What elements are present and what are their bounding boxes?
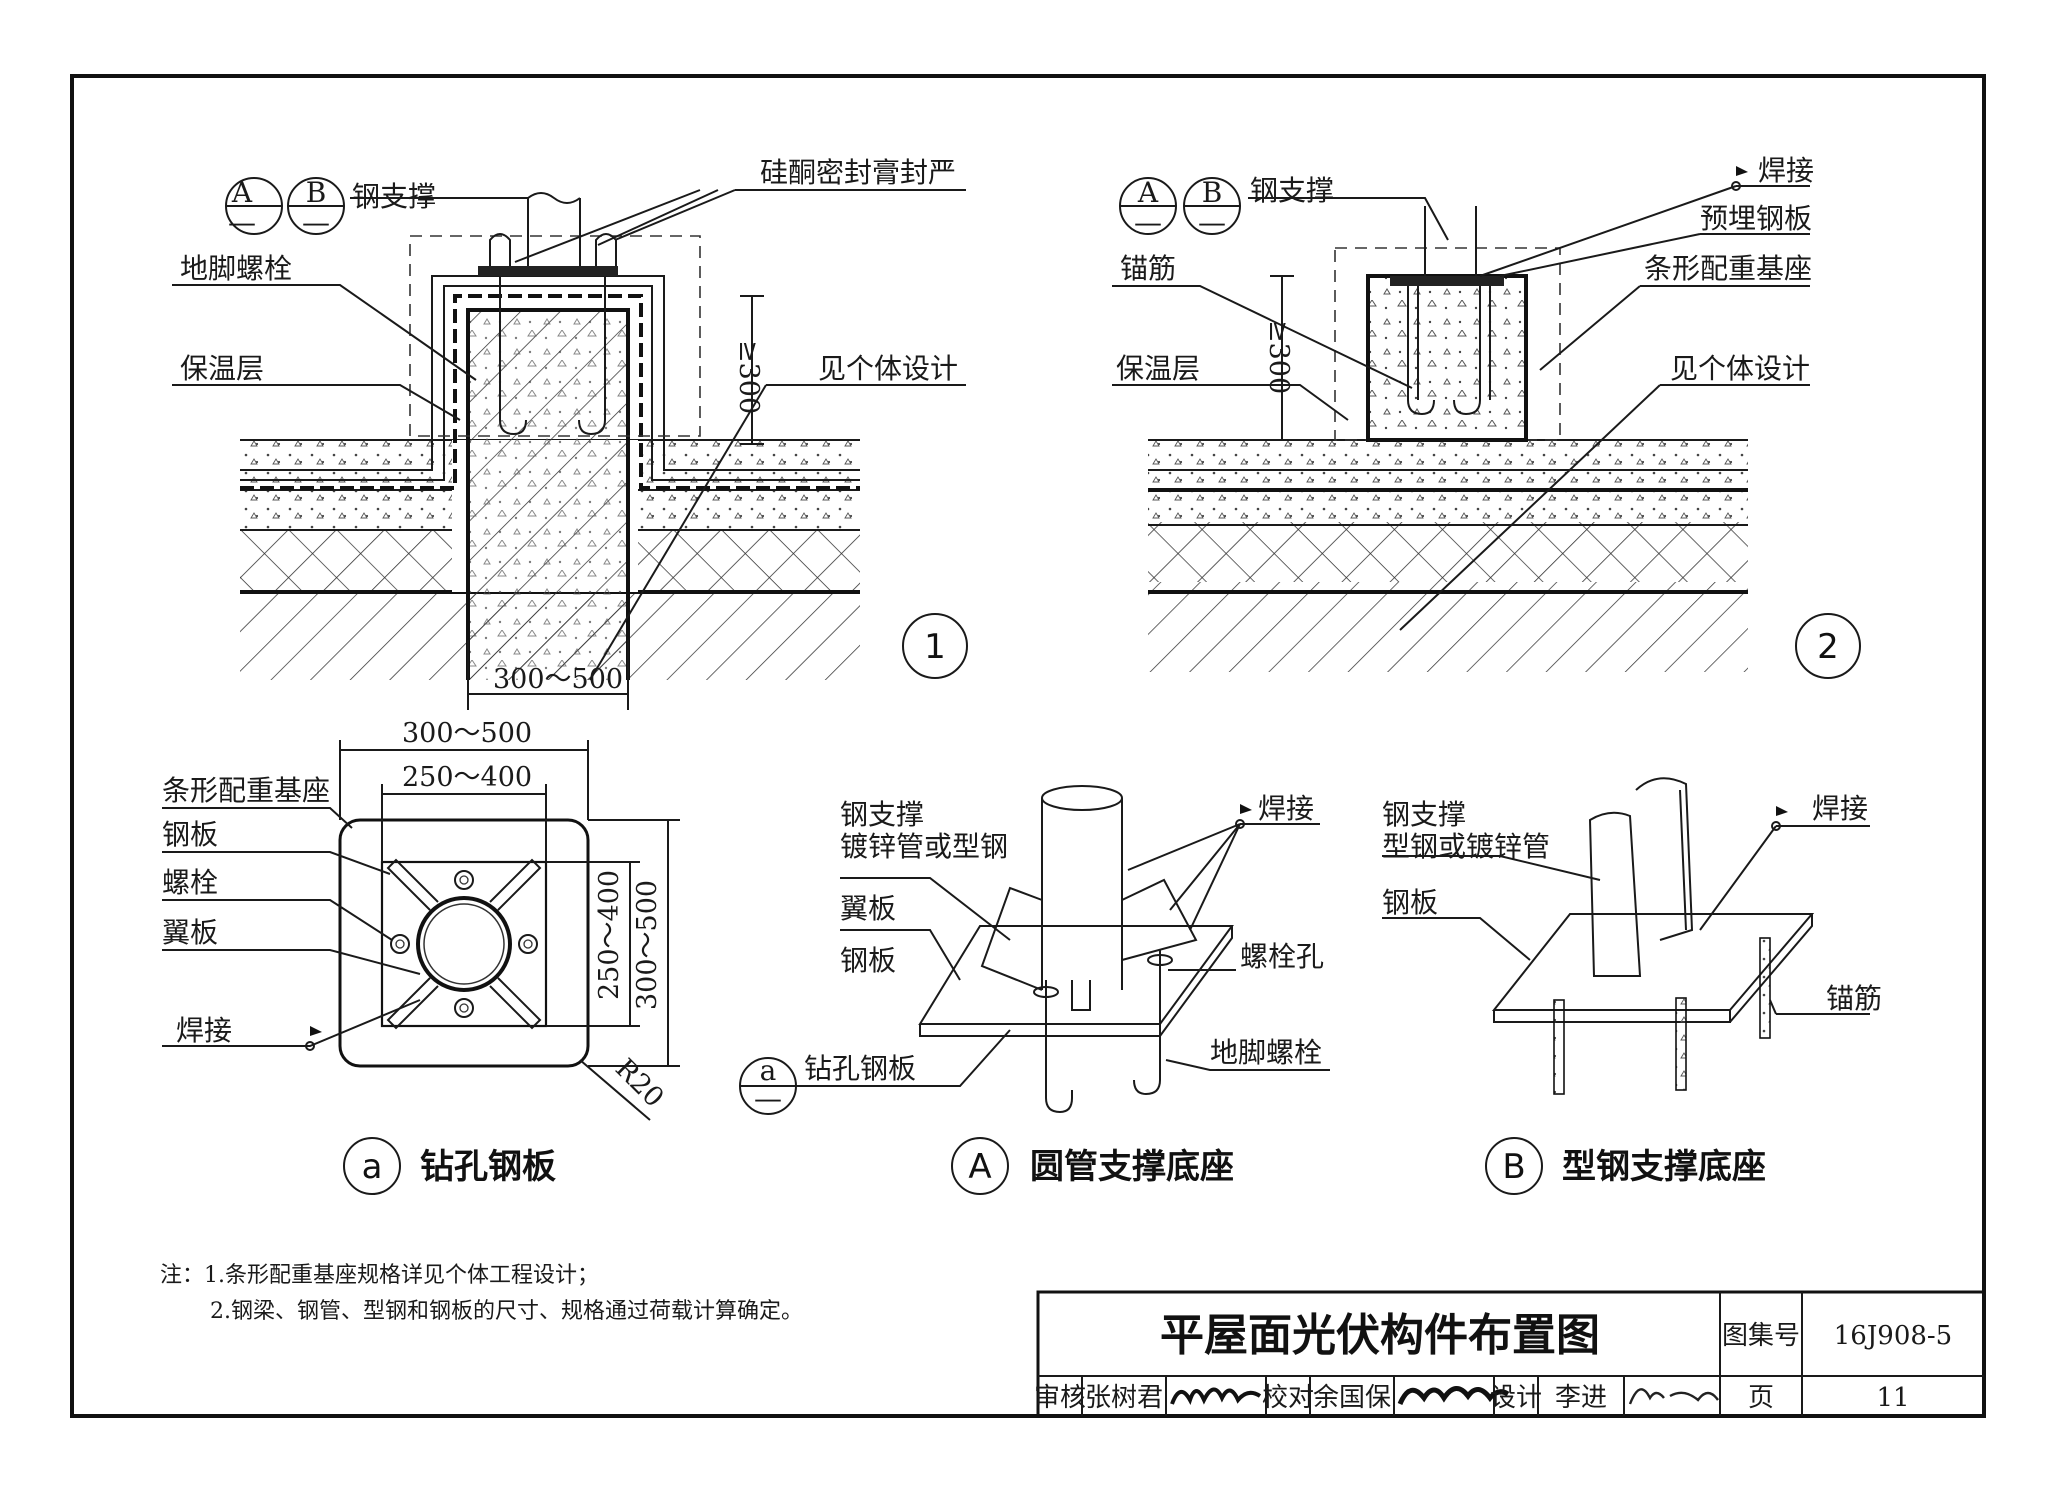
d2-weld-label: 焊接 (1758, 154, 1814, 187)
A-drilled-plate-label: 钻孔钢板 (804, 1052, 916, 1085)
d1-steel-support-label: 钢支撑 (352, 180, 436, 213)
B-plate-label: 钢板 (1382, 886, 1438, 919)
d2-bubble-b-dash: — (1198, 206, 1226, 239)
note-line-2: 2.钢梁、钢管、型钢和钢板的尺寸、规格通过荷载计算确定。 (210, 1299, 803, 1324)
A-bolt-hole-label: 螺栓孔 (1240, 940, 1324, 973)
detail-2 (1112, 166, 1861, 679)
A-support-label-1: 钢支撑 (840, 798, 924, 831)
B-weld-label: 焊接 (1812, 792, 1868, 825)
d1-width-dim: 300～500 (493, 664, 623, 695)
d2-steel-support-label: 钢支撑 (1250, 174, 1334, 207)
detail-1-number: 1 (924, 627, 946, 667)
d2-bubble-a-dash: — (1134, 206, 1162, 239)
reviewer-signature (1170, 1387, 1262, 1405)
atlas-label: 图集号 (1722, 1321, 1800, 1351)
a-caption: 钻孔钢板 (420, 1147, 556, 1187)
d2-strip-base-label: 条形配重基座 (1644, 252, 1812, 285)
A-wing-label: 翼板 (840, 892, 896, 925)
A-bubble-dash: — (754, 1082, 782, 1115)
d1-anchor-bolt-label: 地脚螺栓 (180, 252, 292, 285)
A-support-label-2: 镀锌管或型钢 (840, 830, 1008, 863)
A-caption: 圆管支撑底座 (1030, 1147, 1234, 1187)
a-bolt-label: 螺栓 (162, 866, 218, 899)
d2-height-dim: ≥300 (1263, 320, 1294, 394)
a-caption-symbol: a (362, 1147, 383, 1187)
B-support-label-1: 钢支撑 (1382, 798, 1466, 831)
drawing-title: 平屋面光伏构件布置图 (1160, 1310, 1600, 1361)
detail-A-tube-base (739, 785, 1330, 1195)
page-label: 页 (1748, 1383, 1774, 1413)
detail-a-plate-plan (162, 740, 680, 1195)
d2-rebar-label: 锚筋 (1120, 252, 1176, 285)
d1-sealant-label: 硅酮密封膏封严 (760, 156, 956, 189)
d1-insulation-label: 保温层 (180, 352, 264, 385)
a-radius-dim: R20 (609, 1053, 670, 1114)
a-v-inner-dim: 250～400 (594, 870, 625, 1000)
a-strip-base-label: 条形配重基座 (162, 774, 330, 807)
d2-bubble-b: B (1202, 176, 1223, 209)
d1-see-design-label: 见个体设计 (818, 352, 958, 385)
title-block (1036, 1290, 1986, 1418)
designer-name: 李进 (1555, 1383, 1607, 1413)
B-caption: 型钢支撑底座 (1562, 1147, 1766, 1187)
atlas-number: 16J908-5 (1834, 1321, 1952, 1351)
checker-name: 余国保 (1313, 1383, 1391, 1413)
d1-bubble-a: A (231, 176, 253, 209)
d2-bubble-a: A (1137, 176, 1159, 209)
B-caption-symbol: B (1502, 1147, 1525, 1187)
a-plate-label: 钢板 (162, 818, 218, 851)
B-rebar-label: 锚筋 (1826, 982, 1882, 1015)
note-line-1: 注：1.条形配重基座规格详见个体工程设计； (160, 1263, 599, 1288)
d1-bubble-b: B (306, 176, 327, 209)
checker-signature (1397, 1386, 1510, 1406)
review-label: 审核 (1034, 1383, 1086, 1413)
A-weld-label: 焊接 (1258, 792, 1314, 825)
page-number: 11 (1876, 1383, 1909, 1413)
A-anchor-bolt-label: 地脚螺栓 (1210, 1036, 1322, 1069)
designer-signature (1628, 1388, 1719, 1405)
detail-2-number: 2 (1817, 627, 1839, 667)
A-plate-label: 钢板 (840, 944, 896, 977)
a-outer-dim: 300～500 (402, 718, 532, 749)
check-label: 校对 (1262, 1383, 1314, 1413)
B-support-label-2: 型钢或镀锌管 (1382, 830, 1550, 863)
d1-height-dim: ≥300 (733, 340, 764, 414)
a-inner-dim: 250～400 (402, 762, 532, 793)
A-bubble-a: a (760, 1054, 777, 1087)
a-weld-label: 焊接 (176, 1014, 232, 1047)
d2-embedded-plate-label: 预埋钢板 (1700, 202, 1812, 235)
design-label: 设计 (1490, 1383, 1542, 1413)
d2-insulation-label: 保温层 (1116, 352, 1200, 385)
a-v-outer-dim: 300～500 (632, 880, 663, 1010)
d1-bubble-b-dash: — (302, 206, 330, 239)
sheet-border (70, 74, 1986, 1418)
detail-B-section-base (1382, 777, 1870, 1195)
d2-see-design-label: 见个体设计 (1670, 352, 1810, 385)
a-wing-label: 翼板 (162, 916, 218, 949)
d1-bubble-a-dash: — (228, 206, 256, 239)
A-caption-symbol: A (968, 1147, 991, 1187)
reviewer-name: 张树君 (1085, 1383, 1163, 1413)
detail-1 (172, 177, 968, 710)
